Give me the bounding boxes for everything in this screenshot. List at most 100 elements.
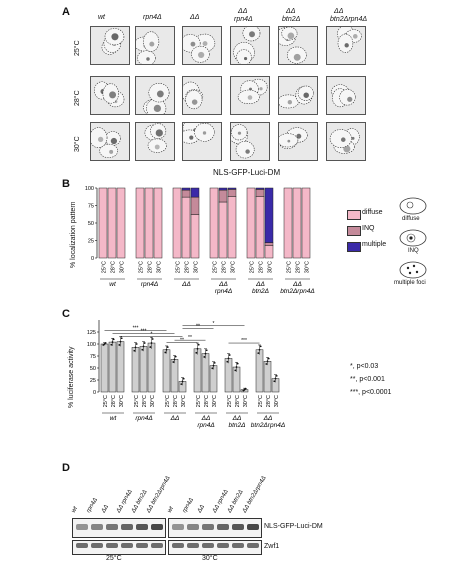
- luci-band-0-2: [106, 524, 118, 530]
- lane-label-1-0: wt: [166, 505, 175, 514]
- fluorescent-spot: [249, 31, 255, 38]
- b-bar-diffuse-6: [172, 187, 182, 259]
- sig-note-1: *, p<0.03: [350, 363, 379, 370]
- b-bar-diffuse-8: [190, 214, 200, 259]
- fluorescent-spot: [247, 95, 253, 100]
- b-y-tick-label: 0: [91, 256, 94, 262]
- fluorescent-spot: [146, 57, 150, 61]
- c-datapoint-10-0: [203, 356, 206, 358]
- c-group-label-1: rpn4Δ: [135, 415, 152, 422]
- b-bar-INQ-14: [264, 242, 274, 246]
- b-temp-tick-0-0: 25°C: [102, 261, 108, 273]
- fluorescent-spot: [287, 139, 291, 143]
- c-sig-label-2: *: [151, 331, 153, 337]
- c-temp-tick-1-0: 25°C: [134, 395, 140, 407]
- c-sig-label-4: **: [196, 324, 200, 330]
- b-temp-tick-3-2: 30°C: [231, 261, 237, 273]
- fluorescent-spot: [155, 129, 163, 137]
- lane-label-0-1: rpn4Δ: [85, 497, 100, 514]
- c-temp-tick-2-2: 30°C: [181, 395, 187, 407]
- b-group-sublabel-3: rpn4Δ: [215, 288, 232, 295]
- b-group-label-5: ΔΔ: [292, 281, 302, 288]
- micro-cell-r1-c3: [230, 76, 270, 115]
- legend-swatch-inq: [347, 226, 361, 236]
- c-temp-tick-1-1: 28°C: [142, 395, 148, 407]
- c-bar-3: [131, 347, 140, 393]
- column-label-2: ΔΔ: [190, 14, 200, 21]
- luci-band-0-4: [136, 524, 148, 530]
- micro-cell-r0-c0: [90, 26, 130, 65]
- column-label-3: ΔΔ: [238, 8, 248, 15]
- micro-cell-r2-c2: [182, 122, 222, 161]
- c-datapoint-11-2: [213, 362, 216, 364]
- b-temp-tick-4-1: 28°C: [259, 261, 265, 273]
- lane-label-1-5: ΔΔ btn2Δrpn4Δ: [241, 475, 268, 514]
- fluorescent-spot: [347, 96, 353, 102]
- c-datapoint-9-1: [196, 347, 199, 350]
- c-bar-10: [201, 353, 210, 393]
- c-group-label-2: ΔΔ: [170, 415, 180, 422]
- cell-outline: [237, 89, 260, 105]
- cell-outline: [143, 31, 160, 52]
- c-datapoint-13-1: [235, 366, 238, 368]
- fluorescent-spot: [198, 51, 205, 59]
- b-group-label-0: wt: [109, 281, 117, 288]
- c-y-tick-label: 25: [90, 378, 96, 384]
- c-datapoint-8-0: [180, 383, 183, 386]
- fluorescent-spot: [237, 131, 242, 135]
- fluorescent-spot: [352, 34, 358, 39]
- c-datapoint-7-2: [174, 355, 177, 358]
- b-y-tick-label: 75: [88, 204, 94, 210]
- c-datapoint-14-0: [242, 389, 245, 392]
- b-y-tick-label: 100: [85, 186, 94, 192]
- b-temp-tick-0-1: 28°C: [111, 261, 117, 273]
- blot-25c-top: [72, 518, 166, 538]
- c-datapoint-3-0: [133, 349, 136, 352]
- c-datapoint-6-0: [164, 351, 167, 354]
- micro-cell-r0-c2: [182, 26, 222, 65]
- micrograph: [91, 127, 121, 158]
- cell-outline: [329, 129, 352, 148]
- c-sig-label-1: ***: [141, 328, 147, 334]
- micro-cell-r2-c5: [326, 122, 366, 161]
- c-datapoint-15-1: [258, 348, 261, 351]
- b-bar-diffuse-16: [292, 187, 302, 259]
- b-bar-diffuse-12: [246, 187, 256, 259]
- zwf1-band-0-3: [121, 543, 133, 548]
- b-y-tick-label: 25: [88, 239, 94, 245]
- c-sig-label-5: **: [188, 335, 192, 341]
- c-datapoint-17-1: [274, 377, 277, 380]
- fluorescent-spot: [351, 136, 355, 140]
- fluorescent-spot: [190, 41, 196, 47]
- b-bar-diffuse-0: [98, 187, 108, 259]
- inq-cell-icon: [399, 229, 427, 247]
- micro-cell-r1-c0: [90, 76, 130, 115]
- cell-outline: [91, 127, 108, 149]
- c-datapoint-13-2: [236, 362, 239, 365]
- c-group-label-4: ΔΔ: [232, 415, 242, 422]
- b-bar-multiple-10: [218, 187, 228, 191]
- c-temp-tick-0-2: 30°C: [119, 395, 125, 407]
- b-group-label-4: ΔΔ: [255, 281, 265, 288]
- c-datapoint-2-1: [119, 340, 122, 343]
- c-datapoint-2-0: [118, 344, 121, 346]
- row-label-1: 28°C: [74, 90, 81, 106]
- c-temp-tick-0-0: 25°C: [103, 395, 109, 407]
- micrograph: [279, 127, 308, 149]
- micrograph: [279, 85, 314, 109]
- micro-cell-r0-c1: [135, 26, 175, 65]
- b-bar-INQ-13: [255, 189, 265, 197]
- fluorescent-spot: [110, 137, 118, 145]
- c-datapoint-6-2: [166, 346, 169, 348]
- legend-label-diffuse: diffuse: [362, 209, 383, 216]
- b-group-sublabel-5: btn2Δrpn4Δ: [280, 288, 314, 295]
- micrograph: [136, 31, 160, 64]
- micro-cell-r0-c5: [326, 26, 366, 65]
- c-datapoint-11-1: [212, 364, 215, 367]
- column-label-0: wt: [98, 14, 105, 21]
- fluorescent-spot: [111, 33, 119, 41]
- b-bar-multiple-11: [227, 187, 237, 190]
- sig-note-2: **, p<0.001: [350, 376, 385, 383]
- micro-cell-r2-c1: [135, 122, 175, 161]
- lane-label-0-2: ΔΔ: [100, 504, 111, 514]
